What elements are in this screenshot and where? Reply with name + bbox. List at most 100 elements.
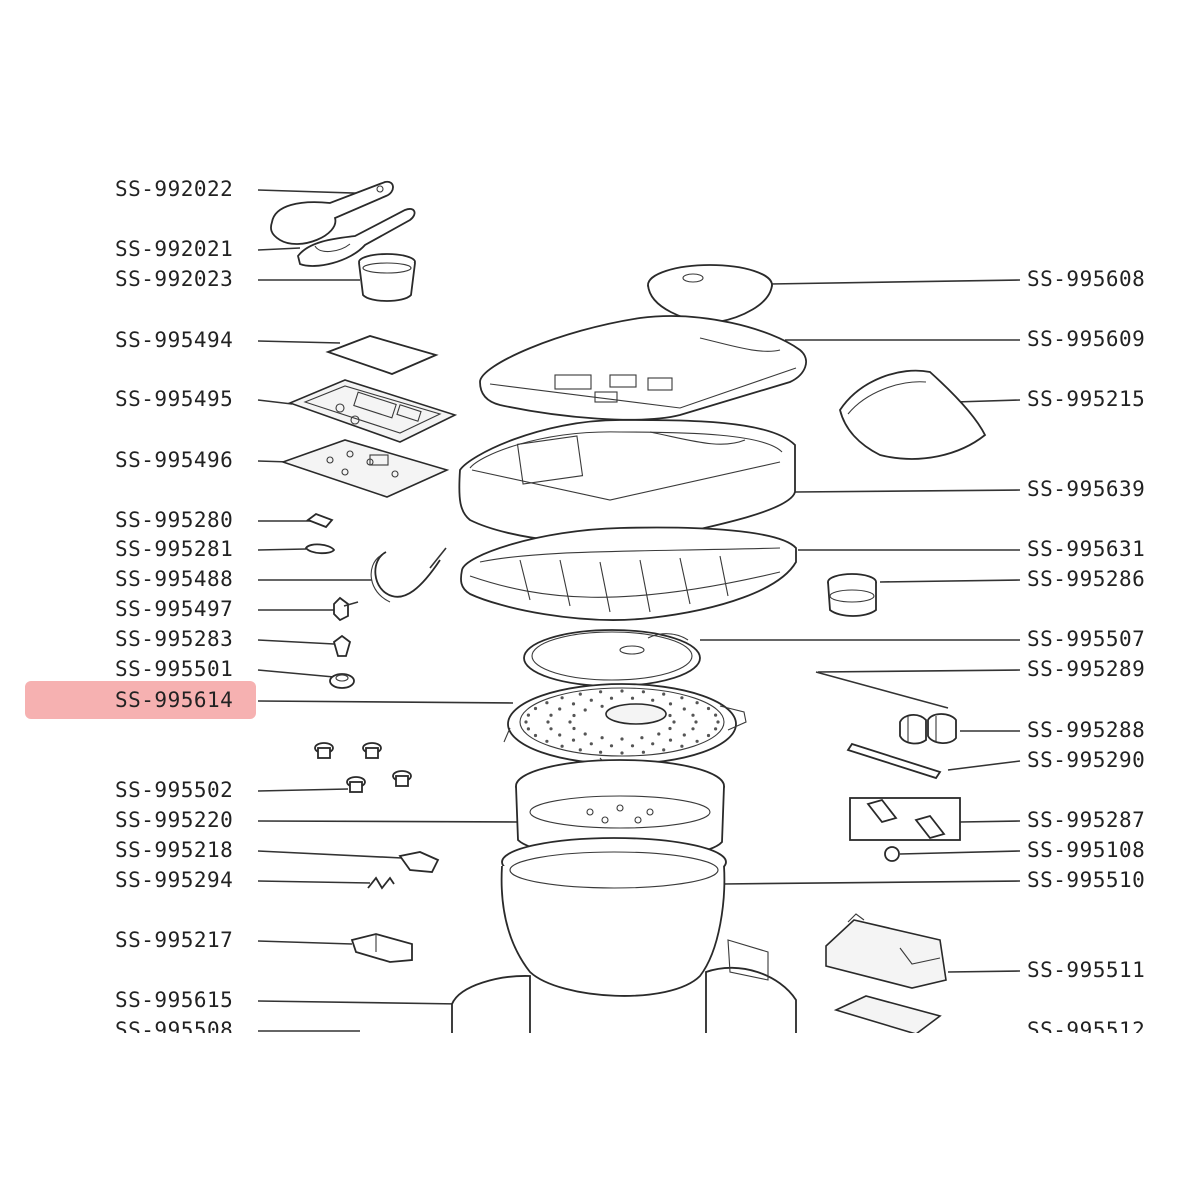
perforation-dot bbox=[620, 737, 624, 741]
perforation-dot bbox=[714, 727, 718, 731]
perforation-dot bbox=[583, 708, 587, 712]
perforation-dot bbox=[668, 738, 673, 742]
valve-part-283[interactable] bbox=[332, 634, 352, 657]
label-ss-995511[interactable]: SS-995511 bbox=[1027, 958, 1145, 982]
perforation-dot bbox=[583, 732, 587, 736]
clip-part-281[interactable] bbox=[304, 543, 336, 555]
perforation-dot bbox=[578, 748, 582, 752]
perforation-dot bbox=[680, 744, 684, 748]
foot-parts-502[interactable] bbox=[314, 742, 412, 793]
label-ss-995631[interactable]: SS-995631 bbox=[1027, 537, 1145, 561]
inner-lid-part[interactable] bbox=[503, 683, 747, 773]
soup-ladle-part[interactable] bbox=[297, 208, 416, 267]
inner-bowl-part[interactable] bbox=[500, 837, 727, 997]
perforation-dot bbox=[589, 742, 593, 746]
heater-board-part-511[interactable] bbox=[825, 913, 947, 989]
perforation-dot bbox=[668, 713, 672, 718]
lid-frame-part[interactable] bbox=[458, 419, 796, 545]
control-panel-frame-part[interactable] bbox=[287, 379, 458, 443]
label-ss-995501[interactable]: SS-995501 bbox=[115, 657, 233, 681]
perforation-dot bbox=[599, 750, 603, 754]
label-ss-995507[interactable]: SS-995507 bbox=[1027, 627, 1145, 651]
steam-valve-cap-part[interactable] bbox=[647, 264, 773, 335]
label-ss-995281[interactable]: SS-995281 bbox=[115, 537, 233, 561]
perforation-dot bbox=[578, 692, 582, 696]
perforation-dot bbox=[668, 702, 673, 706]
label-ss-995488[interactable]: SS-995488 bbox=[115, 567, 233, 591]
label-ss-995609[interactable]: SS-995609 bbox=[1027, 327, 1145, 351]
label-ss-995108[interactable]: SS-995108 bbox=[1027, 838, 1145, 862]
perforation-dot bbox=[662, 748, 666, 752]
label-ss-995495[interactable]: SS-995495 bbox=[115, 387, 233, 411]
perforation-dot bbox=[560, 696, 564, 700]
label-ss-995287[interactable]: SS-995287 bbox=[1027, 808, 1145, 832]
label-ss-995286[interactable]: SS-995286 bbox=[1027, 567, 1145, 591]
clip-part-280[interactable] bbox=[306, 512, 334, 529]
perforation-dot bbox=[706, 706, 711, 711]
label-ss-995280[interactable]: SS-995280 bbox=[115, 508, 233, 532]
perforation-dot bbox=[706, 733, 711, 738]
pin-box-part-287[interactable] bbox=[849, 797, 961, 841]
label-ss-995615[interactable]: SS-995615 bbox=[115, 988, 233, 1012]
pin-part-290[interactable] bbox=[846, 742, 942, 780]
perforation-dot bbox=[600, 736, 604, 740]
perforation-dot bbox=[533, 733, 538, 738]
label-ss-995220[interactable]: SS-995220 bbox=[115, 808, 233, 832]
inner-lid-frame-part[interactable] bbox=[460, 526, 797, 621]
rice-paddle-part[interactable] bbox=[270, 180, 394, 245]
perforation-dot bbox=[572, 726, 576, 731]
perforation-dot bbox=[558, 733, 562, 737]
label-ss-995289[interactable]: SS-995289 bbox=[1027, 657, 1145, 681]
label-ss-992022[interactable]: SS-992022 bbox=[115, 177, 233, 201]
board-part-512[interactable] bbox=[833, 995, 942, 1035]
label-ss-995217[interactable]: SS-995217 bbox=[115, 928, 233, 952]
label-ss-995494[interactable]: SS-995494 bbox=[115, 328, 233, 352]
housing-base-part[interactable] bbox=[451, 939, 797, 1041]
perforation-dot bbox=[657, 732, 661, 736]
lid-seal-part[interactable] bbox=[839, 369, 987, 460]
label-ss-995502[interactable]: SS-995502 bbox=[115, 778, 233, 802]
inner-lid-plate-part[interactable] bbox=[523, 629, 701, 687]
perforation-dot bbox=[600, 704, 604, 708]
latch-part-218[interactable] bbox=[398, 851, 440, 873]
perforation-dot bbox=[524, 720, 528, 724]
spring-part-294[interactable] bbox=[367, 876, 395, 890]
label-ss-992023[interactable]: SS-992023 bbox=[115, 267, 233, 291]
label-ss-995608[interactable]: SS-995608 bbox=[1027, 267, 1145, 291]
measuring-cup-part[interactable] bbox=[358, 253, 416, 302]
label-ss-995497[interactable]: SS-995497 bbox=[115, 597, 233, 621]
label-ss-995294[interactable]: SS-995294 bbox=[115, 868, 233, 892]
seal-part-501[interactable] bbox=[329, 673, 355, 689]
nut-part-108[interactable] bbox=[884, 846, 900, 862]
perforation-dot bbox=[571, 738, 576, 742]
perforation-dot bbox=[630, 696, 635, 700]
control-membrane-part[interactable] bbox=[325, 335, 439, 375]
label-ss-995288[interactable]: SS-995288 bbox=[1027, 718, 1145, 742]
label-ss-995496[interactable]: SS-995496 bbox=[115, 448, 233, 472]
valve-part-497[interactable] bbox=[333, 596, 359, 622]
perforation-dot bbox=[682, 733, 686, 737]
rod-part-289[interactable] bbox=[815, 671, 949, 709]
perforation-dot bbox=[568, 720, 572, 724]
label-ss-995639[interactable]: SS-995639 bbox=[1027, 477, 1145, 501]
perforation-dot bbox=[620, 751, 624, 755]
perforation-dot bbox=[682, 707, 686, 711]
perforation-dot bbox=[609, 744, 614, 748]
label-ss-995283[interactable]: SS-995283 bbox=[115, 627, 233, 651]
outer-lid-cover-part[interactable] bbox=[479, 315, 807, 421]
label-ss-995614[interactable]: SS-995614 bbox=[115, 688, 233, 712]
gasket-ring-part[interactable] bbox=[827, 573, 877, 617]
perforation-dot bbox=[526, 713, 531, 717]
left-labels: SS-992022 SS-992021 SS-992023 SS-995494 … bbox=[115, 177, 233, 1042]
label-ss-995215[interactable]: SS-995215 bbox=[1027, 387, 1145, 411]
label-ss-995510[interactable]: SS-995510 bbox=[1027, 868, 1145, 892]
label-ss-995218[interactable]: SS-995218 bbox=[115, 838, 233, 862]
hinge-part-217[interactable] bbox=[350, 933, 413, 963]
label-ss-992021[interactable]: SS-992021 bbox=[115, 237, 233, 261]
hinge-spring-part-288[interactable] bbox=[899, 713, 957, 745]
perforation-dot bbox=[714, 713, 718, 717]
label-ss-995290[interactable]: SS-995290 bbox=[1027, 748, 1145, 772]
circuit-board-part[interactable] bbox=[280, 439, 450, 498]
sensor-wire-part[interactable] bbox=[370, 547, 447, 603]
